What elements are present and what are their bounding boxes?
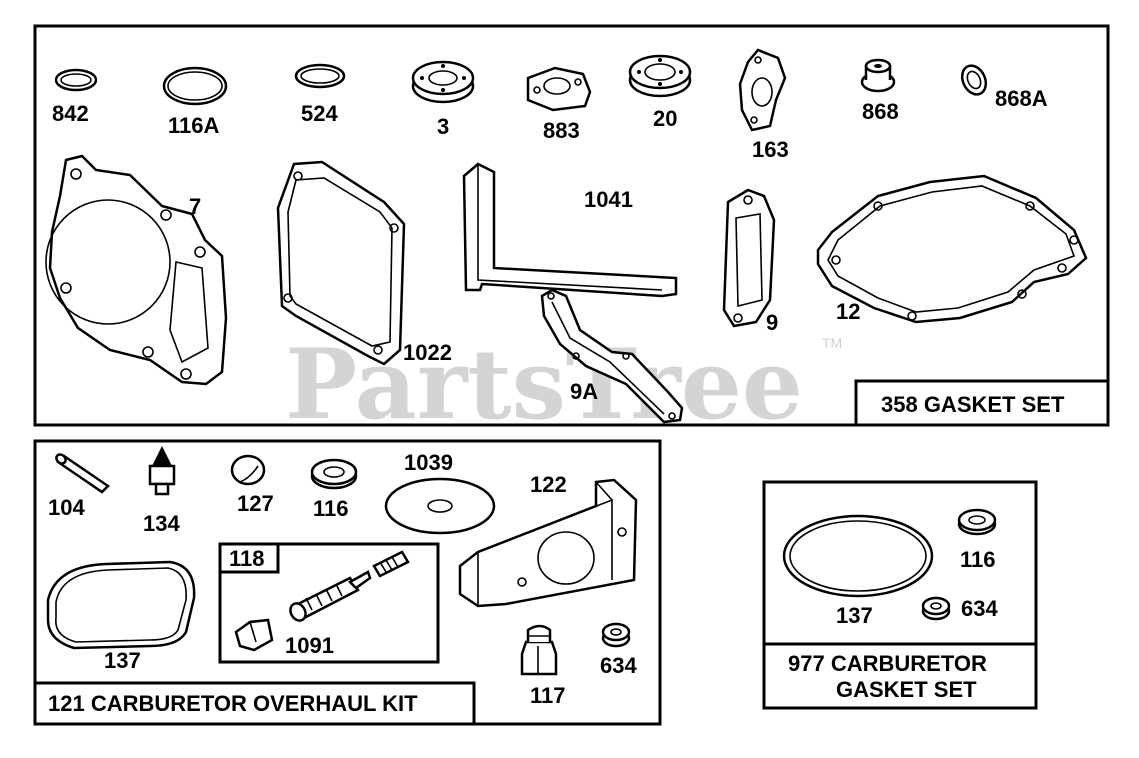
part-1039-disc[interactable]: 1039	[384, 450, 496, 535]
part-9-gasket[interactable]: 9	[722, 188, 778, 335]
label-104: 104	[48, 495, 85, 520]
label-117: 117	[530, 683, 566, 708]
part-137-gasket[interactable]: 137	[46, 560, 196, 673]
label-127: 127	[237, 491, 274, 516]
label-1091: 1091	[285, 633, 334, 658]
label-634-overhaul: 634	[600, 653, 637, 678]
label-134: 134	[143, 511, 180, 536]
part-122-spacer[interactable]: 122	[458, 472, 638, 608]
part-116-washer-carb-set[interactable]: 116	[957, 508, 997, 572]
label-883: 883	[543, 118, 580, 143]
watermark-trademark: TM	[822, 335, 842, 351]
part-868A[interactable]: 868A	[958, 62, 1048, 111]
part-127-plug[interactable]: 127	[230, 454, 274, 516]
part-868[interactable]: 868	[860, 58, 899, 124]
label-524: 524	[301, 101, 338, 126]
label-842: 842	[52, 101, 89, 126]
part-20-seal[interactable]: 20	[628, 54, 692, 131]
label-1022: 1022	[403, 340, 452, 365]
label-163: 163	[752, 137, 789, 162]
gasket-set-title: 358 GASKET SET	[881, 392, 1065, 417]
subkit-118-label: 118	[229, 546, 265, 571]
part-134-needle[interactable]: 134	[143, 446, 180, 536]
part-1041-bar[interactable]: 1041	[462, 162, 678, 298]
label-1039: 1039	[404, 450, 453, 475]
part-3-seal[interactable]: 3	[411, 60, 475, 139]
label-3: 3	[437, 114, 449, 139]
gasket-set-panel: 358 GASKET SET	[33, 24, 1110, 427]
label-116-carb-set: 116	[960, 547, 996, 572]
part-104-pin[interactable]: 104	[48, 453, 110, 520]
part-634-washer-carb-set[interactable]: 634	[921, 596, 998, 621]
label-7: 7	[189, 194, 201, 219]
label-122: 122	[530, 472, 567, 497]
label-137-carb-set: 137	[836, 603, 873, 628]
part-7-head-gasket[interactable]: 7	[45, 154, 228, 386]
part-117-fitting[interactable]: 117	[520, 624, 566, 708]
label-9: 9	[766, 310, 778, 335]
part-524[interactable]: 524	[294, 63, 346, 126]
label-634-carb-set: 634	[961, 596, 998, 621]
label-868A: 868A	[995, 86, 1048, 111]
part-1022-gasket[interactable]: 1022	[276, 160, 452, 366]
label-12: 12	[836, 299, 860, 324]
label-137-overhaul: 137	[104, 648, 141, 673]
part-1091-assembly[interactable]: 1091	[234, 550, 410, 658]
part-163[interactable]: 163	[738, 48, 789, 162]
part-116-washer[interactable]: 116	[310, 458, 358, 521]
carb-gasket-title-line1: 977 CARBURETOR	[788, 651, 987, 676]
label-868: 868	[862, 99, 899, 124]
label-20: 20	[653, 106, 677, 131]
part-137-gasket-carb-set[interactable]: 137	[782, 514, 934, 628]
carb-gasket-title-line2: GASKET SET	[836, 677, 977, 702]
part-883[interactable]: 883	[526, 66, 592, 143]
label-9A: 9A	[570, 379, 598, 404]
part-9A-gasket[interactable]: 9A	[540, 288, 684, 424]
part-842[interactable]: 842	[52, 68, 98, 126]
part-634-washer[interactable]: 634	[600, 622, 637, 678]
label-1041: 1041	[584, 187, 633, 212]
carb-overhaul-title: 121 CARBURETOR OVERHAUL KIT	[48, 691, 418, 716]
label-116-washer: 116	[313, 496, 349, 521]
part-12-gasket[interactable]: 12	[816, 174, 1088, 324]
carb-gasket-panel: 977 CARBURETOR GASKET SET	[762, 480, 1038, 710]
carb-overhaul-panel: 121 CARBURETOR OVERHAUL KIT	[33, 439, 662, 726]
label-116A: 116A	[168, 113, 219, 138]
subkit-118-panel: 118	[218, 542, 440, 664]
part-116A[interactable]: 116A	[162, 66, 228, 138]
